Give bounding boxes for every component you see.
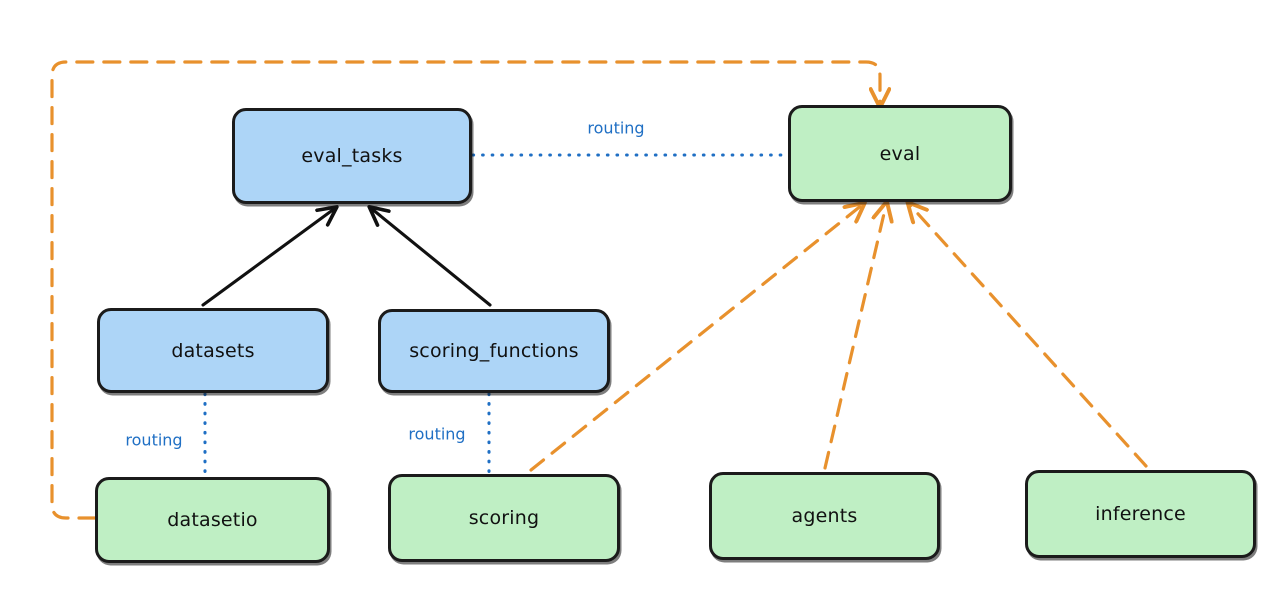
node-label: eval_tasks (301, 145, 403, 167)
node-label: agents (791, 505, 858, 527)
node-eval[interactable]: eval (788, 105, 1012, 202)
edge-inference-to-eval (910, 205, 1148, 468)
node-label: datasetio (167, 509, 258, 531)
node-label: scoring (468, 507, 540, 529)
node-scoring-functions[interactable]: scoring_functions (378, 309, 610, 393)
node-label: datasets (171, 339, 255, 362)
edge-label-routing-datasets-datasetio: routing (125, 430, 183, 450)
node-eval-tasks[interactable]: eval_tasks (232, 108, 472, 204)
node-datasetio[interactable]: datasetio (95, 477, 330, 563)
edge-scoring-to-eval (529, 205, 862, 472)
edge-datasetio-to-eval (50, 60, 880, 520)
node-label: inference (1095, 503, 1186, 525)
edge-datasets-to-eval-tasks (201, 205, 339, 307)
edge-label-routing-scoring-fn-scoring: routing (408, 424, 466, 444)
edge-agents-to-eval (823, 205, 886, 470)
node-inference[interactable]: inference (1025, 470, 1256, 558)
node-label: eval (879, 142, 921, 165)
node-scoring[interactable]: scoring (388, 474, 620, 562)
edge-scoring-functions-to-eval-tasks (367, 204, 492, 307)
node-agents[interactable]: agents (709, 472, 940, 560)
edge-label-routing-eval-tasks-eval: routing (587, 118, 645, 138)
node-label: scoring_functions (409, 340, 579, 362)
node-datasets[interactable]: datasets (97, 308, 329, 393)
